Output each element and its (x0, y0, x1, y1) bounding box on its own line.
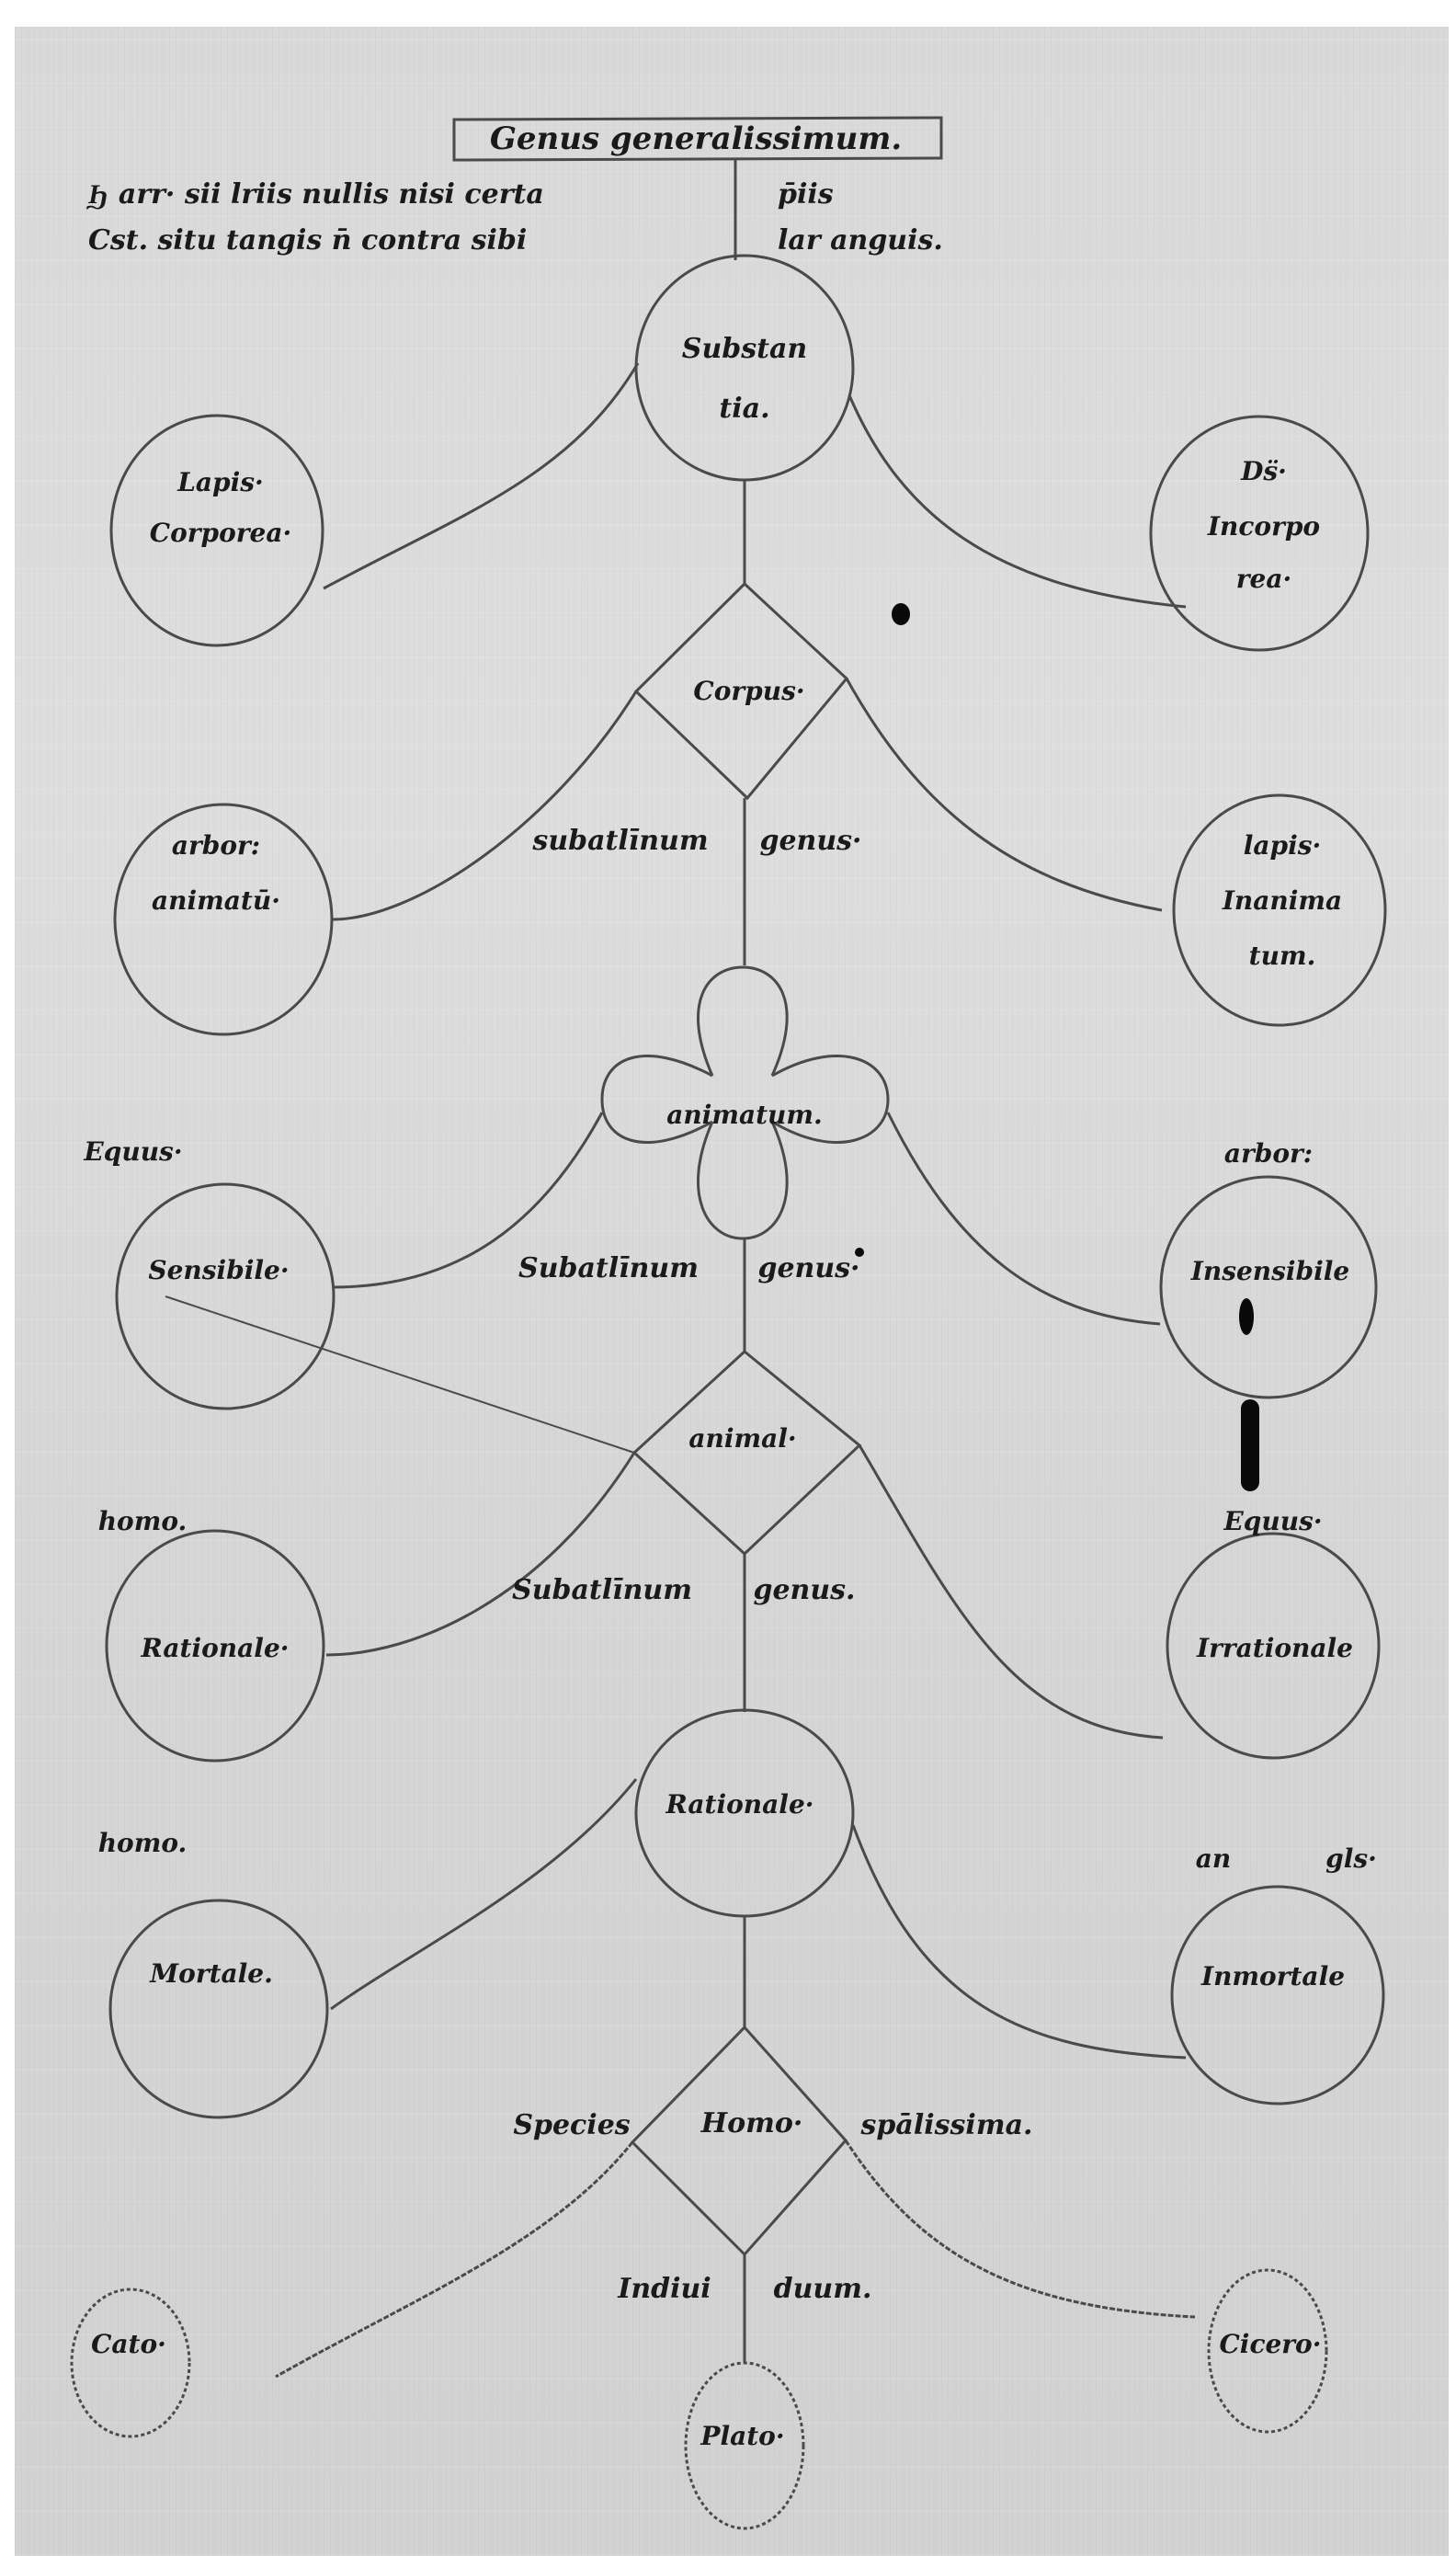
caption-species: Species (513, 2109, 631, 2141)
title-genus-generalissimum: Genus generalissimum. (489, 120, 903, 157)
gloss-right-line-1: p̄iis (778, 178, 834, 211)
caption-individuum-2: duum. (773, 2273, 872, 2305)
cicero-label: Cicero· (1219, 2329, 1322, 2359)
caption-genus-1: genus· (759, 825, 862, 857)
homo-label: Homo· (700, 2107, 803, 2140)
incorporea-node (1149, 415, 1370, 652)
substantia-label-1: Substan (681, 333, 808, 365)
incorporea-label-3: rea· (1235, 564, 1292, 594)
insensibile-node (1159, 1175, 1378, 1399)
rationale-species-example: homo. (97, 1506, 188, 1536)
cato-node (70, 2288, 191, 2438)
sensibile-example: Equus· (84, 1136, 183, 1167)
inanimatum-label-1: lapis· (1243, 830, 1322, 861)
rationale-species-label: Rationale· (141, 1633, 290, 1663)
substantia-label-2: tia. (719, 393, 770, 425)
ink-blot (892, 603, 910, 625)
caption-subalternum-1: subatlīnum (532, 825, 709, 857)
inmortale-example-b: gls· (1325, 1843, 1377, 1874)
mortale-example: homo. (97, 1828, 188, 1858)
corporea-label-2: Corporea· (149, 518, 292, 548)
sensibile-node (115, 1182, 336, 1410)
plato-node (684, 2361, 805, 2530)
ink-blot (1241, 1399, 1259, 1491)
incorporea-label-2: Incorpo (1207, 511, 1321, 542)
animatum-tree-node (113, 803, 334, 1036)
animatum-tree-label-2: animatū· (152, 885, 280, 916)
corpus-label: Corpus· (693, 676, 805, 706)
inmortale-example-a: an (1195, 1843, 1232, 1874)
plato-label: Plato· (700, 2421, 785, 2451)
gloss-left-line-1: Ϧ arr· sii lriis nullis nisi certa (88, 178, 544, 211)
title-box (452, 116, 943, 162)
rationale-label: Rationale· (665, 1789, 814, 1820)
caption-genus-2: genus· (757, 1252, 860, 1284)
inanimatum-node (1172, 793, 1387, 1027)
caption-specialissima: spālissima. (860, 2109, 1033, 2141)
rationale-species-node (105, 1529, 325, 1763)
corporea-node (109, 414, 324, 647)
caption-subalternum-3: Subatlīnum (512, 1574, 692, 1606)
gloss-right-line-2: lar anguis. (778, 224, 943, 257)
caption-genus-3: genus. (753, 1574, 856, 1606)
insensibile-label: Insensibile (1190, 1256, 1350, 1286)
ink-blot (1239, 1298, 1254, 1335)
inanimatum-label-3: tum. (1248, 941, 1316, 971)
irrationale-node (1166, 1532, 1381, 1760)
animal-label: animal· (688, 1423, 797, 1454)
inmortale-label: Inmortale (1200, 1961, 1346, 1991)
corpus-node (633, 581, 849, 801)
mortale-label: Mortale. (150, 1958, 273, 1989)
mortale-node (108, 1899, 329, 2119)
animatum-label: animatum. (666, 1100, 823, 1130)
homo-node (630, 2025, 848, 2257)
animatum-tree-label-1: arbor: (171, 830, 261, 861)
caption-subalternum-2: Subatlīnum (518, 1252, 699, 1284)
manuscript-page (15, 27, 1449, 2556)
caption-individuum-1: Indiui (618, 2273, 711, 2305)
inmortale-node (1170, 1885, 1385, 2105)
cicero-node (1207, 2268, 1328, 2434)
substantia-node (634, 254, 855, 482)
incorporea-label-1: Ds̈· (1241, 456, 1287, 486)
ink-dot (855, 1248, 864, 1257)
inanimatum-label-2: Inanima (1222, 885, 1343, 916)
gloss-left-line-2: Cst. situ tangis n̄ contra sibi (88, 224, 528, 257)
insensibile-example: arbor: (1223, 1138, 1314, 1169)
animatum-node (600, 965, 890, 1240)
irrationale-example: Equus· (1223, 1506, 1323, 1536)
cato-label: Cato· (91, 2329, 166, 2359)
irrationale-label: Irrationale (1197, 1633, 1353, 1663)
sensibile-label: Sensibile· (148, 1255, 290, 1285)
corporea-label-1: Lapis· (177, 467, 264, 497)
